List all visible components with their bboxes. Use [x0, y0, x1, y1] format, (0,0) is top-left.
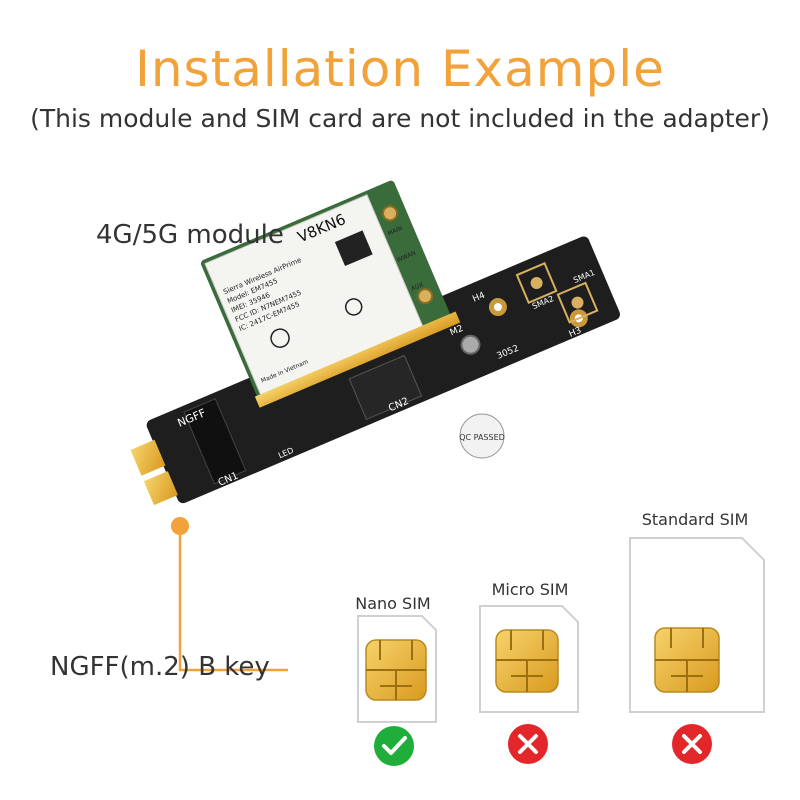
module-connector: [254, 311, 461, 408]
board-label-m2: M2: [449, 324, 465, 338]
adapter-board: NGFF CN1 CN2 LED H4 H3 M2 SMA2 SMA1 3052: [130, 236, 620, 506]
sma1-pad: [556, 281, 599, 324]
antenna-main: [382, 205, 399, 222]
key-leader: [178, 528, 288, 672]
qc-sticker: QC PASSED: [459, 413, 505, 459]
micro-sim-card: [479, 605, 579, 713]
qc-label: QC PASSED: [459, 433, 505, 442]
module-callout-label: 4G/5G module: [96, 220, 284, 250]
x-circle-icon: [672, 724, 712, 764]
x-circle-icon: [508, 724, 548, 764]
micro-sim-label: Micro SIM: [491, 580, 569, 599]
board-label-h3: H3: [568, 326, 583, 340]
edge-connector: [130, 439, 178, 506]
sma2-pad: [515, 262, 558, 304]
key-leader-dot: [171, 517, 189, 535]
standoff: [460, 334, 481, 355]
check-circle-icon: [374, 726, 414, 766]
page-subtitle: (This module and SIM card are not includ…: [30, 104, 770, 133]
sim-slot: [348, 354, 423, 421]
standard-sim-card: [629, 537, 765, 713]
module-barcode: [334, 230, 373, 267]
module-aux-label: AUX: [410, 281, 424, 292]
lte-module-card: MAIN WWAN AUX V8KN6 Sierra Wireless AirP…: [200, 180, 461, 408]
standard-sim-label: Standard SIM: [641, 510, 749, 529]
module-ccc-mark: [270, 328, 290, 348]
module-ce-mark: [344, 298, 363, 316]
nano-sim-card: [357, 615, 437, 723]
board-label-h4: H4: [471, 291, 487, 305]
antenna-aux: [417, 288, 434, 305]
nano-sim-label: Nano SIM: [355, 594, 431, 613]
cn1-socket: [183, 398, 247, 485]
page-title: Installation Example: [135, 40, 665, 98]
key-callout-label: NGFF(m.2) B key: [50, 652, 270, 682]
